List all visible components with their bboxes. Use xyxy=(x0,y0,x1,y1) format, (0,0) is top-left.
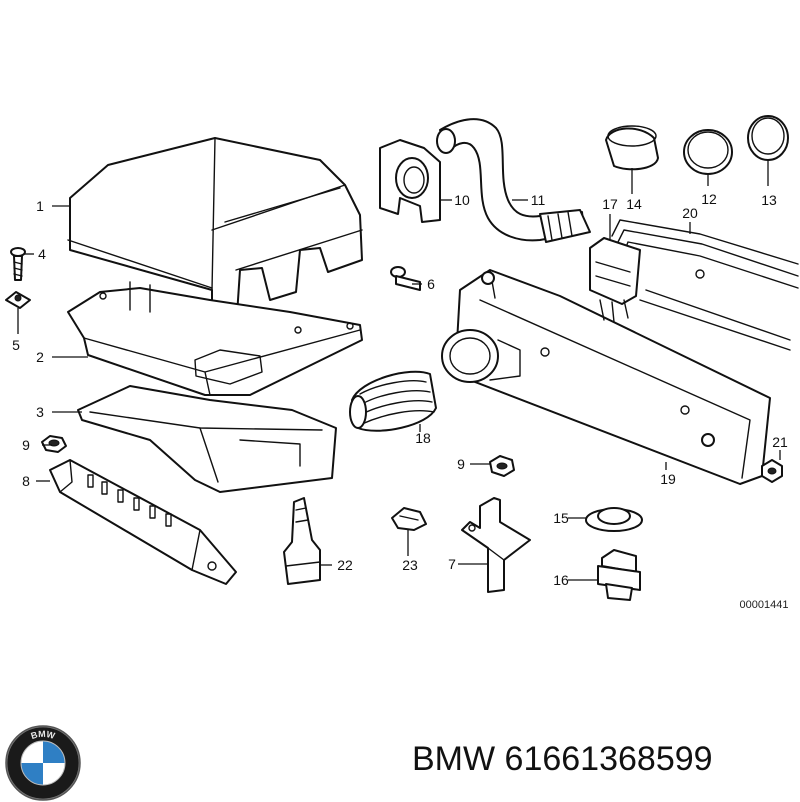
callout-22: 22 xyxy=(337,557,353,573)
part-19-module xyxy=(441,269,771,485)
part-14-grommet xyxy=(605,125,659,171)
part-6-screw xyxy=(390,266,421,291)
callout-13: 13 xyxy=(761,192,777,208)
part-10-holder xyxy=(379,139,441,223)
callout-8: 8 xyxy=(22,473,30,489)
part-22-plug xyxy=(283,497,321,585)
part-13-cap xyxy=(747,115,789,161)
part-3-tray xyxy=(77,385,337,493)
part-12-cap xyxy=(683,129,733,175)
callout-17: 17 xyxy=(602,196,618,212)
part-8-bracket xyxy=(49,459,237,585)
part-2-housing xyxy=(67,281,363,396)
callout-10: 10 xyxy=(454,192,470,208)
part-17-connector xyxy=(589,237,641,323)
part-23-clip xyxy=(391,507,427,531)
part-18-bellows xyxy=(349,370,437,432)
part-5-clip xyxy=(5,291,31,309)
callout-12: 12 xyxy=(701,191,717,207)
callout-3: 3 xyxy=(36,404,44,420)
callout-9-right: 9 xyxy=(457,456,465,472)
callout-14: 14 xyxy=(626,196,642,212)
callout-9-left: 9 xyxy=(22,437,30,453)
part-number: 61661368599 xyxy=(504,740,713,778)
callout-20: 20 xyxy=(682,205,698,221)
brand-part-number: BMW 61661368599 xyxy=(412,740,713,779)
callout-23: 23 xyxy=(402,557,418,573)
document-number: 00001441 xyxy=(740,599,789,611)
brand-name: BMW xyxy=(412,740,496,778)
leader-lines xyxy=(17,160,781,581)
callout-19: 19 xyxy=(660,471,676,487)
callout-7: 7 xyxy=(448,556,456,572)
part-9-nut-right xyxy=(489,455,515,477)
part-9-nut-left xyxy=(41,435,67,453)
callout-4: 4 xyxy=(38,246,46,262)
bmw-logo: BMW xyxy=(5,725,81,801)
callout-1: 1 xyxy=(36,198,44,214)
callout-21: 21 xyxy=(772,434,788,450)
callout-2: 2 xyxy=(36,349,44,365)
callout-6: 6 xyxy=(427,276,435,292)
callout-18: 18 xyxy=(415,430,431,446)
part-4-screw xyxy=(10,247,26,281)
part-16-switch xyxy=(597,549,641,601)
callouts: 1 2 3 4 5 6 7 8 9 9 10 11 12 13 14 15 16… xyxy=(12,191,788,588)
callout-16: 16 xyxy=(553,572,569,588)
part-7-holder xyxy=(461,497,531,593)
part-21-nut xyxy=(761,459,783,483)
logo-lettering: BMW xyxy=(30,729,57,741)
callout-15: 15 xyxy=(553,510,569,526)
callout-11: 11 xyxy=(531,192,546,208)
part-11-hose xyxy=(436,118,591,243)
callout-5: 5 xyxy=(12,337,20,353)
part-15-ring xyxy=(585,507,643,532)
part-20-gasket xyxy=(611,219,799,351)
